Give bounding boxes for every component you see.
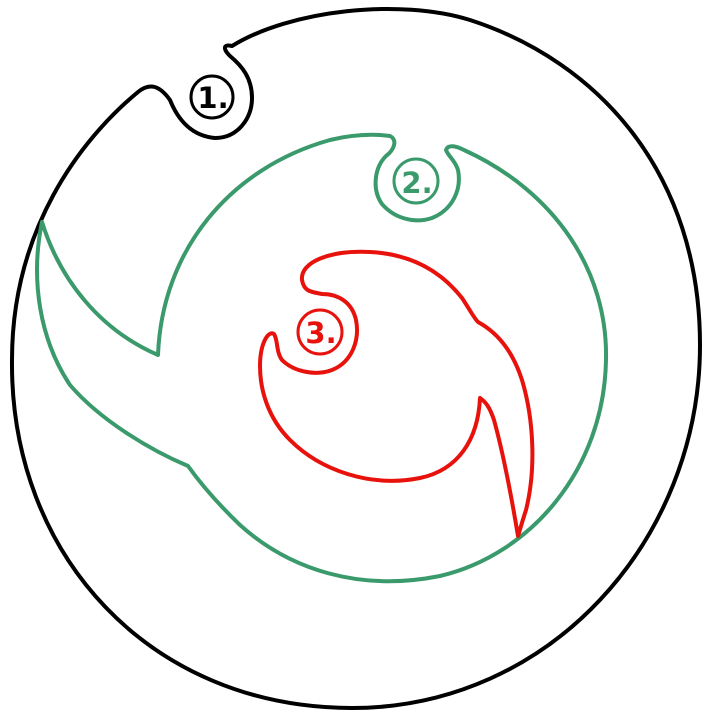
shape-2-label: 2. bbox=[401, 166, 432, 200]
shape-3-label: 3. bbox=[305, 316, 336, 350]
shape-1-outline bbox=[12, 9, 700, 708]
shape-3: 3. bbox=[260, 252, 532, 536]
shape-1: 1. bbox=[12, 9, 700, 708]
shape-1-label: 1. bbox=[197, 81, 228, 115]
shape-2: 2. bbox=[37, 135, 606, 581]
shape-2-outline bbox=[37, 135, 606, 581]
shape-3-outline bbox=[260, 252, 532, 536]
